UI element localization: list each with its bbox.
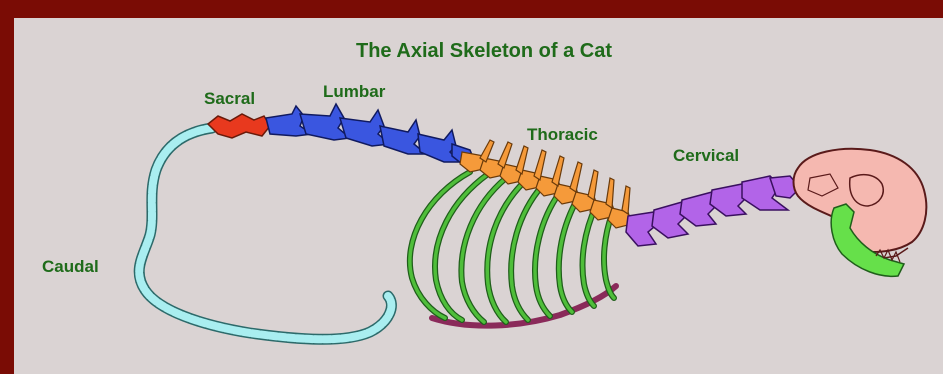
label-cervical: Cervical bbox=[673, 146, 739, 165]
caudal-vertebrae bbox=[139, 128, 391, 339]
diagram-title: The Axial Skeleton of a Cat bbox=[356, 40, 612, 62]
label-thoracic: Thoracic bbox=[527, 125, 598, 144]
label-sacral: Sacral bbox=[204, 89, 255, 108]
lumbar-vertebrae bbox=[266, 104, 474, 164]
cervical-vertebrae bbox=[626, 176, 800, 246]
sacral-vertebrae bbox=[208, 114, 270, 138]
label-lumbar: Lumbar bbox=[323, 82, 386, 101]
label-caudal: Caudal bbox=[42, 257, 99, 276]
